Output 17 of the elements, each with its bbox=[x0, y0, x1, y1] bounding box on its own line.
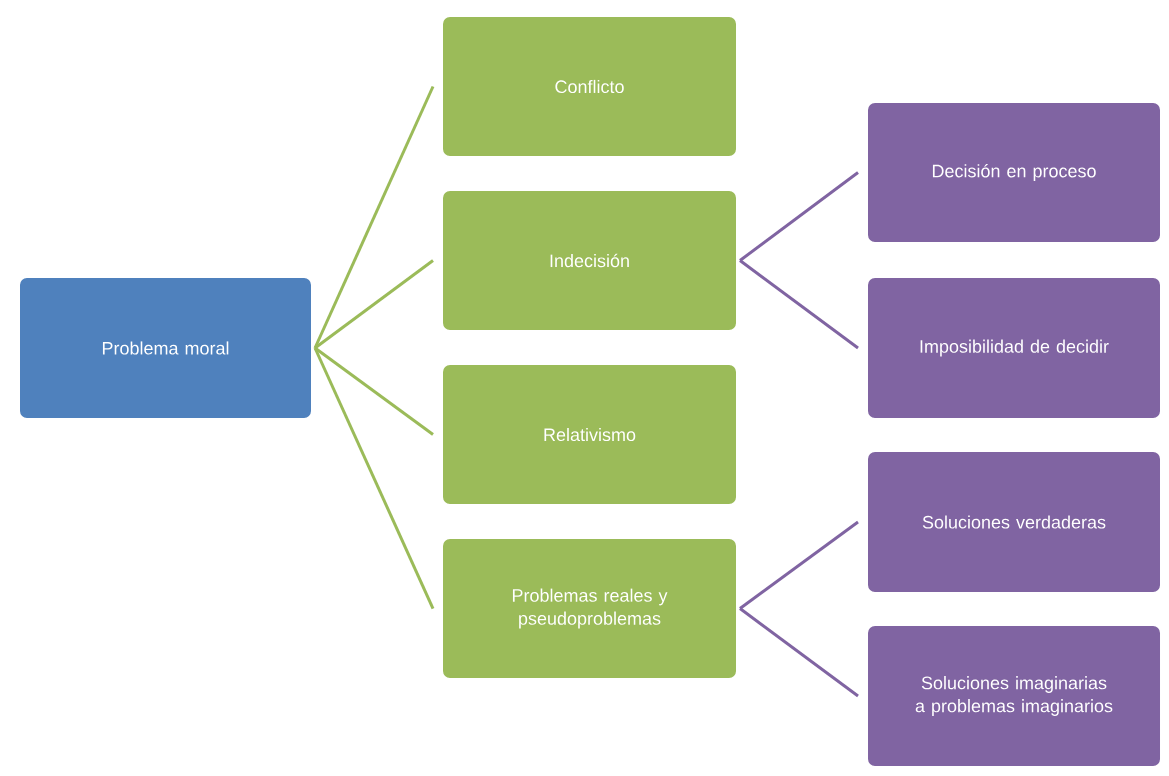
process-box: Problema moral bbox=[16, 274, 315, 422]
connector-line bbox=[313, 347, 435, 610]
process-box: Soluciones verdaderas bbox=[864, 448, 1164, 596]
process-box: Relativismo bbox=[439, 361, 740, 508]
process-box: Imposibilidad de decidir bbox=[864, 274, 1164, 422]
process-box: Problemas reales y pseudoproblemas bbox=[439, 535, 740, 682]
connector-line bbox=[313, 85, 435, 349]
process-box: Indecisión bbox=[439, 187, 740, 334]
process-box: Decisión en proceso bbox=[864, 99, 1164, 246]
connector-line bbox=[739, 171, 859, 262]
connector-line bbox=[739, 259, 859, 350]
connector-line bbox=[739, 607, 859, 698]
process-box: Soluciones imaginarias a problemas imaginarios bbox=[864, 622, 1164, 770]
connector-line bbox=[314, 259, 434, 350]
connector-line bbox=[314, 346, 434, 436]
process-box: Conflicto bbox=[439, 13, 740, 160]
connector-line bbox=[739, 520, 859, 610]
